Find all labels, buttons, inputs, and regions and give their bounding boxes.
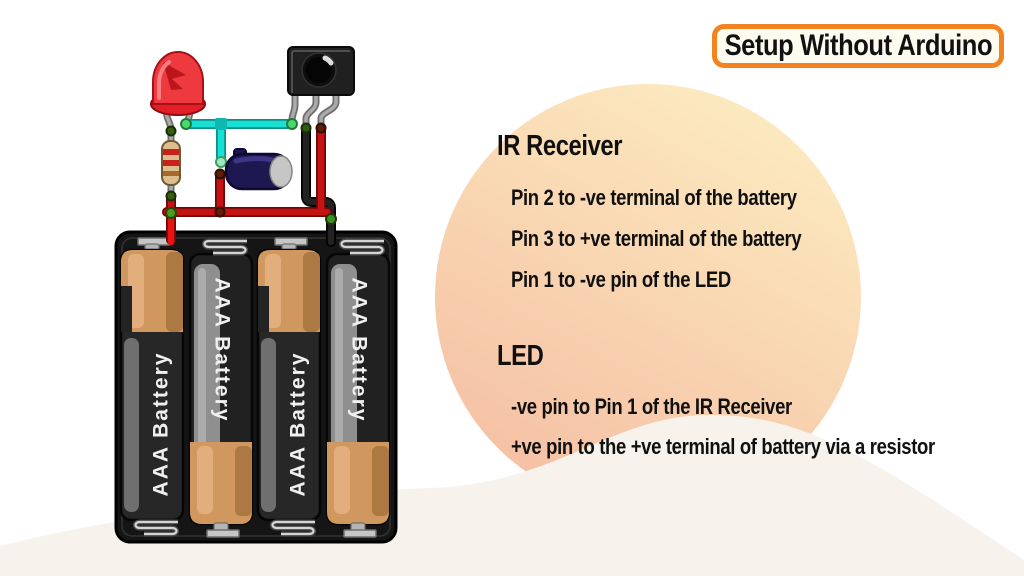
- junction-capacitor-lead: [214, 168, 226, 180]
- battery-4-tan-highlight: [334, 446, 350, 514]
- ir-receiver-item: Pin 3 to +ve terminal of the battery: [511, 226, 802, 251]
- resistor-band-2: [163, 160, 179, 166]
- battery-2-bottom-contact: [206, 529, 240, 538]
- capacitor-highlight: [233, 156, 279, 164]
- battery-1: AAA Battery: [119, 237, 185, 522]
- led-item: +ve pin to the +ve terminal of battery v…: [511, 434, 935, 459]
- resistor-band-1: [163, 149, 179, 155]
- wire-junctions: [165, 118, 337, 225]
- led-item: -ve pin to Pin 1 of the IR Receiver: [511, 394, 792, 419]
- cyan-tee-junction: [215, 118, 227, 130]
- battery-3-gray-stripe: [261, 338, 276, 512]
- battery-3-tan-shade: [303, 252, 320, 332]
- battery-2-tan-highlight: [197, 446, 213, 514]
- battery-4-bottom-contact: [343, 529, 377, 538]
- ir-receiver-pin2-leg: [304, 92, 318, 129]
- ir-receiver-heading: IR Receiver: [497, 130, 623, 162]
- ir-receiver-lens-glint: [322, 55, 334, 66]
- battery-2-tan-shade: [235, 446, 252, 516]
- led-inner-reflection: [163, 62, 186, 90]
- battery-4-tan-shade: [372, 446, 389, 516]
- junction-bus-left: [165, 207, 177, 219]
- battery-3-label: AAA Battery: [287, 352, 310, 497]
- junction-led-cyan: [180, 118, 192, 130]
- led-highlight: [157, 60, 171, 100]
- battery-4-stripe-highlight: [335, 268, 343, 448]
- led-heading: LED: [497, 340, 544, 372]
- battery-2-stripe-highlight: [198, 268, 206, 448]
- peach-gradient-circle: [435, 84, 861, 510]
- battery-3-shoulder-notch: [258, 286, 269, 332]
- circuit-diagram: AAA Battery AAA Battery: [114, 46, 398, 544]
- junction-ir-pin2-black: [300, 122, 312, 134]
- capacitor-end-cap: [269, 155, 293, 188]
- junction-led-leg: [165, 125, 177, 137]
- junction-cyan-end: [215, 156, 227, 168]
- ir-receiver-lens-inner: [306, 57, 332, 83]
- led-instructions: LED -ve pin to Pin 1 of the IR Receiver …: [497, 340, 1016, 467]
- wires: [162, 118, 336, 247]
- battery-3: AAA Battery: [256, 237, 322, 522]
- ir-receiver: [287, 46, 355, 96]
- ir-receiver-item: Pin 1 to -ve pin of the LED: [511, 267, 731, 292]
- battery-1-shoulder-notch: [121, 286, 132, 332]
- junction-resistor-lower: [165, 190, 177, 202]
- battery-1-label: AAA Battery: [150, 352, 173, 497]
- ir-receiver-pin3-leg: [319, 92, 338, 129]
- battery-4-label: AAA Battery: [348, 278, 371, 423]
- resistor-band-3: [163, 171, 179, 176]
- led: [150, 51, 206, 116]
- ir-receiver-edge-highlight: [291, 50, 350, 93]
- title-badge: Setup Without Arduino: [712, 24, 1004, 68]
- ir-receiver-item-list: Pin 2 to -ve terminal of the battery Pin…: [511, 177, 857, 300]
- battery-1-gray-stripe: [124, 338, 139, 512]
- battery-4: AAA Battery: [325, 252, 391, 538]
- junction-black-to-battery: [325, 213, 337, 225]
- title-badge-label: Setup Without Arduino: [724, 29, 992, 62]
- ir-receiver-instructions: IR Receiver Pin 2 to -ve terminal of the…: [497, 130, 857, 300]
- resistor: [161, 140, 181, 186]
- junction-ir-pin3-red: [315, 122, 327, 134]
- battery-pack: AAA Battery AAA Battery: [114, 230, 398, 544]
- ir-receiver-item: Pin 2 to -ve terminal of the battery: [511, 185, 797, 210]
- led-item-list: -ve pin to Pin 1 of the IR Receiver +ve …: [511, 387, 1016, 467]
- junction-bus-capacitor: [214, 206, 226, 218]
- junction-ir-pin1-cyan: [286, 118, 298, 130]
- capacitor: [224, 148, 293, 191]
- battery-1-tan-shade: [166, 252, 183, 332]
- battery-2-label: AAA Battery: [211, 278, 234, 423]
- battery-2: AAA Battery: [188, 252, 254, 538]
